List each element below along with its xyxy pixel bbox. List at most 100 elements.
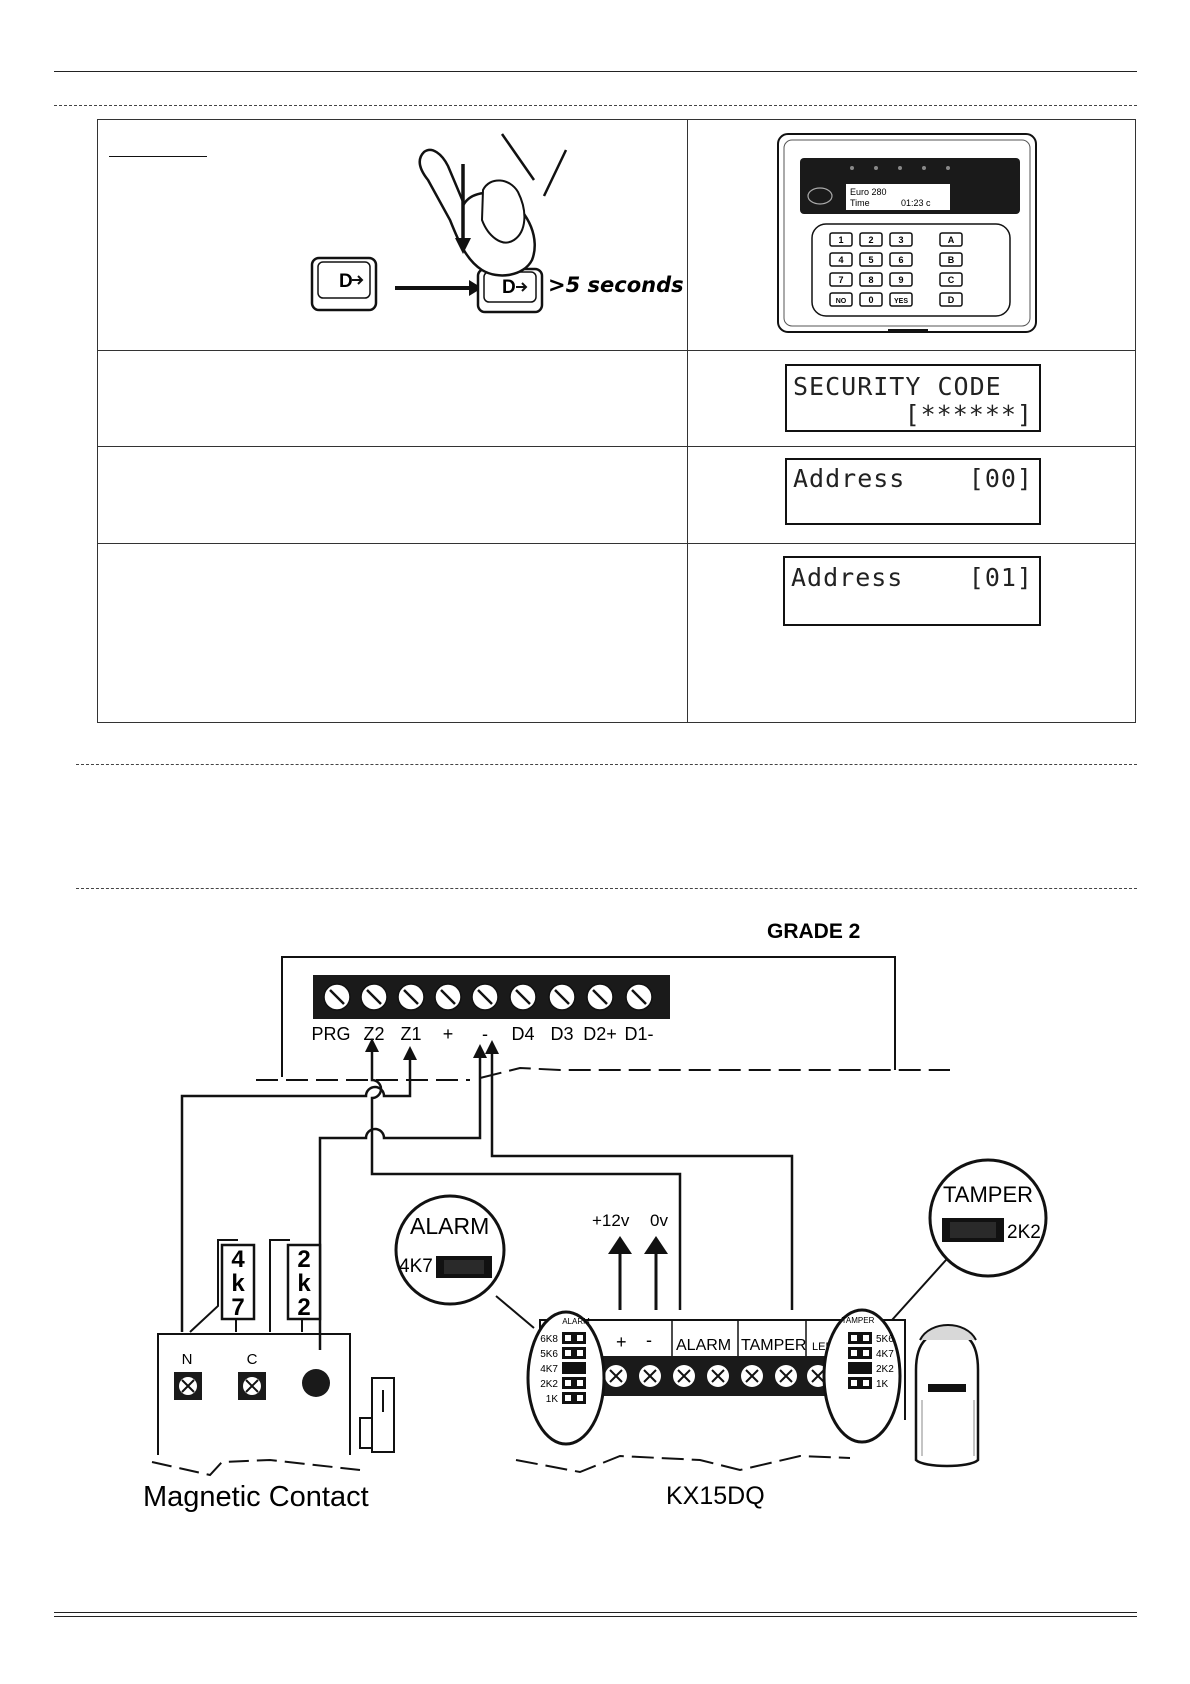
right-arrow-icon bbox=[395, 280, 482, 296]
keypad-key-label: B bbox=[948, 255, 955, 265]
magnet-icon bbox=[359, 1377, 395, 1453]
jumper-value-label: 4K7 bbox=[540, 1364, 558, 1375]
lcd-address-01-value: [01] bbox=[968, 563, 1033, 592]
keypad-key-label: 4 bbox=[838, 255, 843, 265]
keypad-key-label: 6 bbox=[898, 255, 903, 265]
lcd-address-01: Address [01] bbox=[783, 556, 1041, 626]
panel-terminal-label: Z1 bbox=[400, 1024, 421, 1044]
grade-label: GRADE 2 bbox=[767, 920, 860, 943]
keypad-key bbox=[829, 272, 853, 287]
keypad-screen-line2-value: 01:23 c bbox=[901, 198, 931, 208]
keypad-key bbox=[859, 272, 883, 287]
jumper-value-label: 1K bbox=[546, 1394, 559, 1405]
keypad-key-label: 9 bbox=[898, 275, 903, 285]
keypad-key bbox=[889, 292, 913, 307]
keypad-key bbox=[939, 252, 963, 267]
svg-text:k: k bbox=[231, 1270, 245, 1297]
contact-link-terminal bbox=[302, 1369, 330, 1397]
lcd-address-00-label: Address bbox=[793, 464, 906, 493]
keypad-key-label: 8 bbox=[868, 275, 873, 285]
svg-text:k: k bbox=[297, 1270, 311, 1297]
magnetic-contact-label: Magnetic Contact bbox=[143, 1481, 369, 1513]
d-key-icon: D bbox=[310, 256, 378, 312]
section-dashed-rule-2 bbox=[76, 888, 1137, 889]
tamper-bubble-title: TAMPER bbox=[943, 1182, 1033, 1207]
programming-steps-table: D D bbox=[97, 119, 1136, 723]
jumper-value-label: 6K8 bbox=[540, 1334, 558, 1345]
panel-terminal-label: Z2 bbox=[363, 1024, 384, 1044]
panel-terminals bbox=[323, 983, 653, 1011]
keypad-key bbox=[939, 272, 963, 287]
keypad-key bbox=[859, 252, 883, 267]
section-dashed-rule-1 bbox=[76, 764, 1137, 765]
keypad-screen-line1: Euro 280 bbox=[850, 187, 887, 197]
jumper-value-label: 2K2 bbox=[876, 1364, 894, 1375]
keypad-screen-line2-label: Time bbox=[850, 198, 870, 208]
header-dashed-rule bbox=[54, 105, 1137, 106]
detector-terminals bbox=[605, 1365, 829, 1387]
panel-terminal-label: D3 bbox=[550, 1024, 573, 1044]
keypad-key-label: 3 bbox=[898, 235, 903, 245]
jumper-value-label: 5K6 bbox=[540, 1349, 558, 1360]
detector-top-labels: + - ALARM TAMPER LED bbox=[616, 1320, 833, 1356]
keypad-key-label: A bbox=[948, 235, 955, 245]
pir-detector-icon bbox=[914, 1324, 980, 1468]
svg-text:7: 7 bbox=[231, 1294, 244, 1321]
keypad-key bbox=[889, 272, 913, 287]
tamper-bubble-value: 2K2 bbox=[1007, 1222, 1041, 1243]
d-key-label: D bbox=[339, 271, 353, 292]
detector-tamper-label: TAMPER bbox=[741, 1337, 806, 1354]
power-zero-label: 0v bbox=[650, 1211, 668, 1230]
keypad-key bbox=[829, 232, 853, 247]
step-4-display-cell: Address [01] bbox=[687, 543, 1136, 723]
panel-terminal-label: PRG bbox=[311, 1024, 350, 1044]
lcd-address-01-label: Address bbox=[791, 563, 904, 592]
keypad-key bbox=[889, 232, 913, 247]
panel-terminal-label: D4 bbox=[511, 1024, 534, 1044]
header-rule bbox=[54, 71, 1137, 72]
lcd-address-00-value: [00] bbox=[968, 464, 1033, 493]
status-led-icons bbox=[850, 166, 950, 170]
jumper-pin-pair bbox=[562, 1362, 586, 1374]
contact-screw-c-icon bbox=[238, 1372, 266, 1400]
keypad-key bbox=[859, 232, 883, 247]
alarm-bubble-value: 4K7 bbox=[399, 1256, 433, 1277]
keypad-key-label: C bbox=[948, 275, 955, 285]
footer-double-rule bbox=[54, 1612, 1137, 1617]
right-block-title: TAMPER bbox=[842, 1316, 875, 1325]
resistor-2k2: 2 k 2 bbox=[286, 1243, 322, 1321]
keypad-key-label: 2 bbox=[868, 235, 873, 245]
alarm-bubble-title: ALARM bbox=[410, 1213, 489, 1239]
keypad-key bbox=[939, 232, 963, 247]
contact-screw-n-icon bbox=[174, 1372, 202, 1400]
contact-terminal-n: N bbox=[182, 1351, 193, 1368]
detector-alarm-label: ALARM bbox=[676, 1337, 731, 1354]
step-2-instruction-cell bbox=[97, 350, 688, 447]
keypad-key bbox=[939, 292, 963, 307]
detector-plus-label: + bbox=[616, 1332, 627, 1352]
panel-terminal-label: D2+ bbox=[583, 1024, 617, 1044]
power-plus-arrow-icon bbox=[608, 1236, 632, 1254]
duration-label: >5 seconds bbox=[548, 273, 684, 297]
keypad-key-label: 7 bbox=[838, 275, 843, 285]
jumper-pin-pair bbox=[848, 1362, 872, 1374]
panel-terminal-label: D1- bbox=[624, 1024, 653, 1044]
press-key-illustration: D D bbox=[310, 133, 684, 314]
keypad-key bbox=[829, 252, 853, 267]
panel-terminal-label: + bbox=[443, 1024, 454, 1044]
keypad-key bbox=[829, 292, 853, 307]
step-heading-underline bbox=[109, 156, 207, 157]
step-3-instruction-cell bbox=[97, 446, 688, 544]
step-3-display-cell: Address [00] bbox=[687, 446, 1136, 544]
lcd-address-00: Address [00] bbox=[785, 458, 1041, 525]
svg-text:4: 4 bbox=[231, 1246, 245, 1273]
left-block-title: ALARM bbox=[562, 1317, 590, 1326]
keypad-key-label: NO bbox=[836, 298, 847, 305]
detector-minus-label: - bbox=[646, 1330, 652, 1350]
keypad-key-label: YES bbox=[894, 298, 908, 305]
lcd-security-line2: [******] bbox=[904, 400, 1033, 429]
